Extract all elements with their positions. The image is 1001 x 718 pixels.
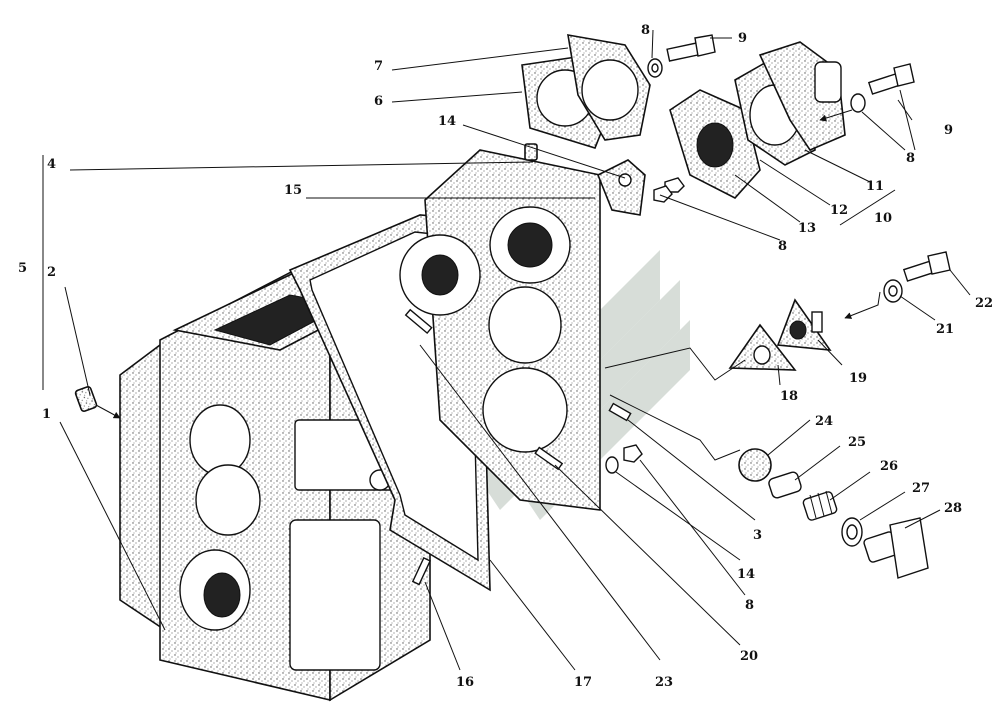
bolt-part-9-right [867,63,915,95]
label-part-12: 12 [830,203,848,218]
nut-part-8-lower [623,444,643,463]
label-part-13: 13 [798,221,816,236]
label-part-15: 15 [284,183,302,198]
label-part-11: 11 [866,179,884,194]
label-part-16: 16 [456,675,474,690]
label-part-6: 6 [374,94,383,109]
plug-part-2 [74,385,121,419]
label-part-20: 20 [740,649,758,664]
housing-part-11 [758,41,846,151]
label-part-25: 25 [848,435,866,450]
washer-part-21 [883,279,903,303]
label-part-28: 28 [944,501,962,516]
plug-part-28 [863,517,929,579]
bolt-part-22 [902,251,951,282]
label-part-26: 26 [880,459,898,474]
label-part-5: 5 [18,261,27,276]
label-part-22: 22 [975,296,993,311]
spring-part-26 [802,490,838,521]
label-part-27: 27 [912,481,930,496]
label-part-19: 19 [849,371,867,386]
bolt-part-9-top [666,34,716,62]
label-part-8-mid: 8 [778,239,787,254]
label-part-14-lower: 14 [737,567,755,582]
label-part-14-top: 14 [438,114,456,129]
label-part-9-right: 9 [944,123,953,138]
pin-part-3 [608,402,632,422]
gasket-part-13 [669,89,761,199]
label-part-8-lower: 8 [745,598,754,613]
flange-part-18 [728,323,797,371]
label-part-17: 17 [574,675,592,690]
label-part-18: 18 [780,389,798,404]
part-number-labels: 7 6 8 9 14 4 15 5 2 1 9 8 11 12 10 13 8 … [18,23,993,690]
label-part-9-top: 9 [738,31,747,46]
bearing-cover-part-7 [567,34,651,141]
label-part-4: 4 [47,157,56,172]
label-part-8-right: 8 [906,151,915,166]
cover-plate-part-15 [399,149,601,511]
label-part-7: 7 [374,59,383,74]
leader-lines [42,29,971,671]
label-part-8-top: 8 [641,23,650,38]
stud-part-23 [404,308,433,335]
plunger-part-25 [768,471,802,499]
washer-part-8-right [850,93,866,113]
label-part-21: 21 [936,322,954,337]
label-part-23: 23 [655,675,673,690]
label-part-10: 10 [874,211,892,226]
flange-part-19 [776,298,832,351]
pin-part-20 [534,446,564,471]
ball-part-24 [738,448,772,482]
washer-part-14-lower [605,456,619,474]
label-part-2: 2 [47,265,56,280]
label-part-3: 3 [753,528,762,543]
stud-part-16 [411,557,432,586]
label-part-1: 1 [42,407,51,422]
washer-part-8-top [647,58,663,78]
label-part-24: 24 [815,414,833,429]
washer-part-27 [841,517,863,547]
